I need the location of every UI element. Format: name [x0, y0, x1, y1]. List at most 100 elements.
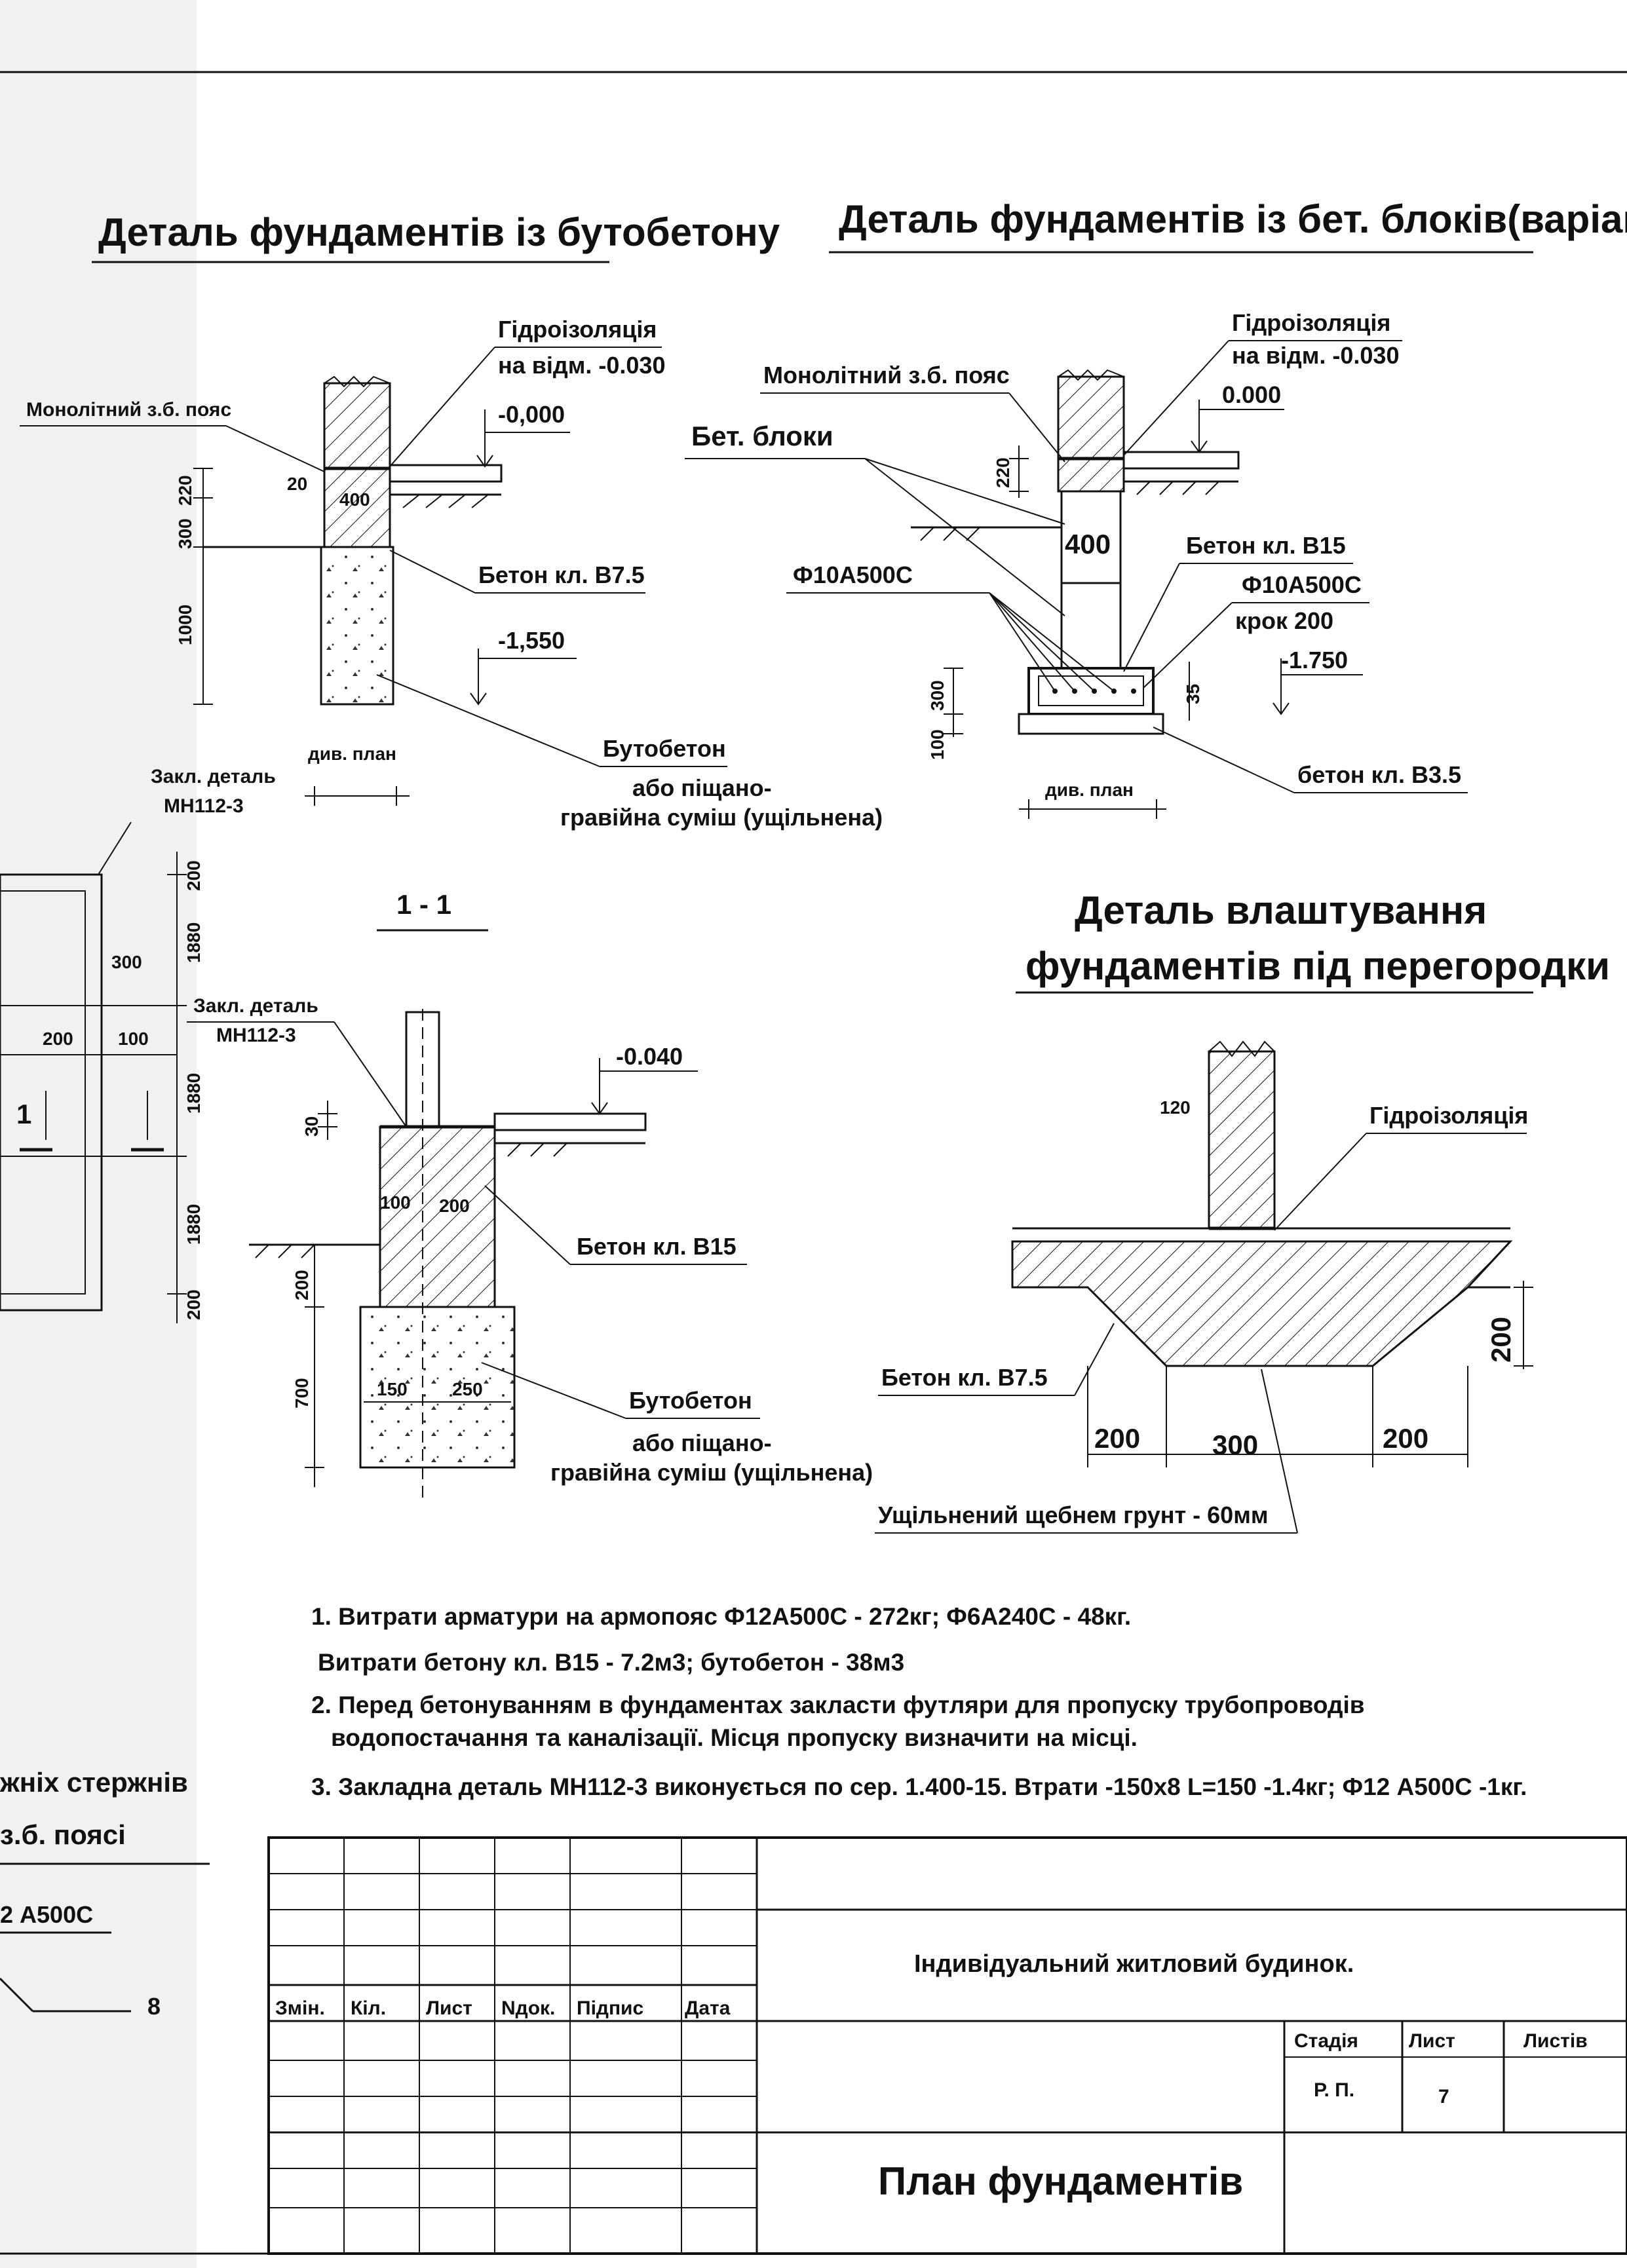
- detail-rubble-concrete: Деталь фундаментів із бутобетону 220 300…: [20, 210, 883, 831]
- plan-rebar-text-2: з.б. поясі: [0, 1819, 126, 1850]
- tb-project-name: Індивідуальний житловий будинок.: [914, 1950, 1354, 1978]
- dim-100-2: 100: [927, 729, 947, 760]
- rubble-label: Бутобетон: [603, 735, 726, 762]
- note-1: 1. Витрати арматури на армопояс Ф12А500С…: [311, 1603, 1131, 1630]
- tb-drawing-title: План фундаментів: [878, 2159, 1243, 2203]
- section-embedded-code: МН112-3: [216, 1025, 296, 1046]
- plan-dim-5: 100: [118, 1029, 149, 1049]
- dim-220-2: 220: [993, 457, 1013, 488]
- section-rubble-alt-2: гравійна суміш (ущільнена): [550, 1459, 873, 1486]
- plan-rebar-text-3: 2 А500С: [0, 1901, 93, 1928]
- level-top: -0,000: [498, 401, 565, 428]
- section-1-1: 1 - 1 Закл. деталь МН112-3 -0.040 30: [187, 889, 873, 1500]
- title-block: Змін. Кіл. Лист Nдок. Підпис Дата Індиві…: [267, 1836, 1627, 2255]
- plan-dim-6: 1880: [183, 1073, 204, 1114]
- dim-30: 30: [301, 1116, 322, 1137]
- detail-concrete-blocks: Деталь фундаментів із бет. блоків(варіан…: [685, 197, 1627, 819]
- tb-header-date: Дата: [685, 1997, 731, 2019]
- tb-header-sheet: Лист: [426, 1997, 472, 2019]
- belt-label: Монолітний з.б. пояс: [26, 399, 231, 421]
- see-plan-2: див. план: [1045, 780, 1134, 800]
- partition-title-2: фундаментів під перегородки: [1025, 944, 1610, 988]
- partition-waterproofing: Гідроізоляція: [1369, 1102, 1528, 1129]
- dim-400-2: 400: [1065, 529, 1111, 559]
- dim-300: 300: [175, 518, 195, 549]
- plan-rebar-text-1: жніх стержнів: [0, 1767, 188, 1798]
- dim-300-2: 300: [927, 680, 947, 711]
- dim-200-partition-v: 200: [1485, 1317, 1516, 1363]
- dim-300-partition: 300: [1212, 1429, 1258, 1460]
- tb-sheet-label: Лист: [1409, 2030, 1455, 2052]
- rebar-left-label: Ф10А500С: [793, 561, 913, 588]
- dim-20: 20: [287, 474, 307, 494]
- dim-200-sect: 200: [439, 1196, 470, 1216]
- scan-shadow: [0, 0, 197, 2268]
- note-2b: водопостачання та каналізації. Місця про…: [331, 1724, 1138, 1751]
- note-2: 2. Перед бетонуванням в фундаментах закл…: [311, 1692, 1364, 1718]
- level-bottom: -1,550: [498, 627, 565, 654]
- section-embedded-label: Закл. деталь: [193, 995, 318, 1017]
- plan-dim-1: 200: [183, 860, 204, 891]
- dim-200-partition-r: 200: [1383, 1423, 1428, 1454]
- rebar-step-label: крок 200: [1235, 607, 1333, 634]
- tb-header-qty: Кіл.: [351, 1997, 386, 2019]
- plan-dim-2: 1880: [183, 922, 204, 963]
- partition-gravel-label: Ущільнений щебнем грунт - 60мм: [878, 1502, 1268, 1528]
- dim-100-sect: 100: [380, 1192, 411, 1213]
- dim-400: 400: [339, 489, 370, 510]
- detail-rubble-title: Деталь фундаментів із бутобетону: [98, 210, 780, 254]
- waterproofing-label: Гідроізоляція: [498, 316, 657, 343]
- plan-dim-3: 300: [111, 952, 142, 972]
- tb-stage-value: Р. П.: [1314, 2079, 1354, 2101]
- detail-partition: Деталь влаштування фундаментів під перег…: [875, 888, 1610, 1534]
- section-1-1-title: 1 - 1: [396, 889, 451, 920]
- concrete-b75-label: Бетон кл. В7.5: [478, 561, 645, 588]
- blocks-label: Бет. блоки: [691, 421, 833, 451]
- section-rubble-label: Бутобетон: [629, 1387, 752, 1414]
- concrete-b15-label: Бетон кл. В15: [1186, 532, 1346, 559]
- plan-num-8: 8: [147, 1993, 161, 2020]
- tb-sheets-label: Листів: [1523, 2030, 1588, 2052]
- concrete-b35-label: бетон кл. В3.5: [1297, 761, 1461, 788]
- dim-250: 250: [452, 1379, 483, 1399]
- section-concrete-label: Бетон кл. В15: [577, 1233, 737, 1260]
- section-mark-left: 1: [16, 1099, 31, 1129]
- section-rubble-alt-1: або піщано-: [632, 1429, 772, 1456]
- dim-120: 120: [1160, 1097, 1191, 1118]
- rubble-alt-1: або піщано-: [632, 774, 772, 801]
- rebar-right-label: Ф10А500С: [1242, 571, 1362, 598]
- partition-title-1: Деталь влаштування: [1075, 888, 1487, 932]
- plan-dim-4: 200: [43, 1029, 73, 1049]
- level-top-2: 0.000: [1222, 381, 1281, 408]
- detail-blocks-title: Деталь фундаментів із бет. блоків(варіан…: [839, 197, 1627, 241]
- dim-200-partition-l: 200: [1094, 1423, 1140, 1454]
- dim-150: 150: [377, 1379, 408, 1399]
- note-3: 3. Закладна деталь МН112-3 виконується п…: [311, 1773, 1527, 1800]
- section-level: -0.040: [616, 1043, 683, 1070]
- plan-dim-8: 200: [183, 1289, 204, 1320]
- partition-concrete-label: Бетон кл. В7.5: [881, 1364, 1048, 1391]
- level-bottom-2: -1.750: [1281, 647, 1348, 673]
- waterproofing-level-2: на відм. -0.030: [1232, 342, 1399, 369]
- tb-sheet-value: 7: [1438, 2086, 1449, 2107]
- tb-header-doc: Nдок.: [501, 1997, 555, 2019]
- waterproofing-label-2: Гідроізоляція: [1232, 309, 1390, 336]
- notes: 1. Витрати арматури на армопояс Ф12А500С…: [311, 1603, 1527, 1800]
- plan-fragment: Закл. деталь МН112-3 200 1880 300 200 10…: [0, 766, 276, 2020]
- plan-embedded-code: МН112-3: [164, 795, 244, 817]
- belt-label-2: Монолітний з.б. пояс: [763, 362, 1010, 388]
- tb-header-change: Змін.: [275, 1997, 325, 2019]
- tb-stage-label: Стадія: [1294, 2030, 1358, 2052]
- plan-embedded-label: Закл. деталь: [151, 766, 276, 787]
- dim-220: 220: [175, 475, 195, 506]
- tb-header-signature: Підпис: [577, 1997, 643, 2019]
- plan-dim-7: 1880: [183, 1204, 204, 1245]
- dim-200-sect-v: 200: [292, 1270, 312, 1300]
- waterproofing-level: на відм. -0.030: [498, 352, 665, 379]
- see-plan-1: див. план: [308, 744, 396, 764]
- note-1b: Витрати бетону кл. В15 - 7.2м3; бутобето…: [318, 1649, 904, 1676]
- rubble-alt-2: гравійна суміш (ущільнена): [560, 804, 883, 831]
- dim-700: 700: [292, 1378, 312, 1408]
- dim-35: 35: [1183, 684, 1203, 704]
